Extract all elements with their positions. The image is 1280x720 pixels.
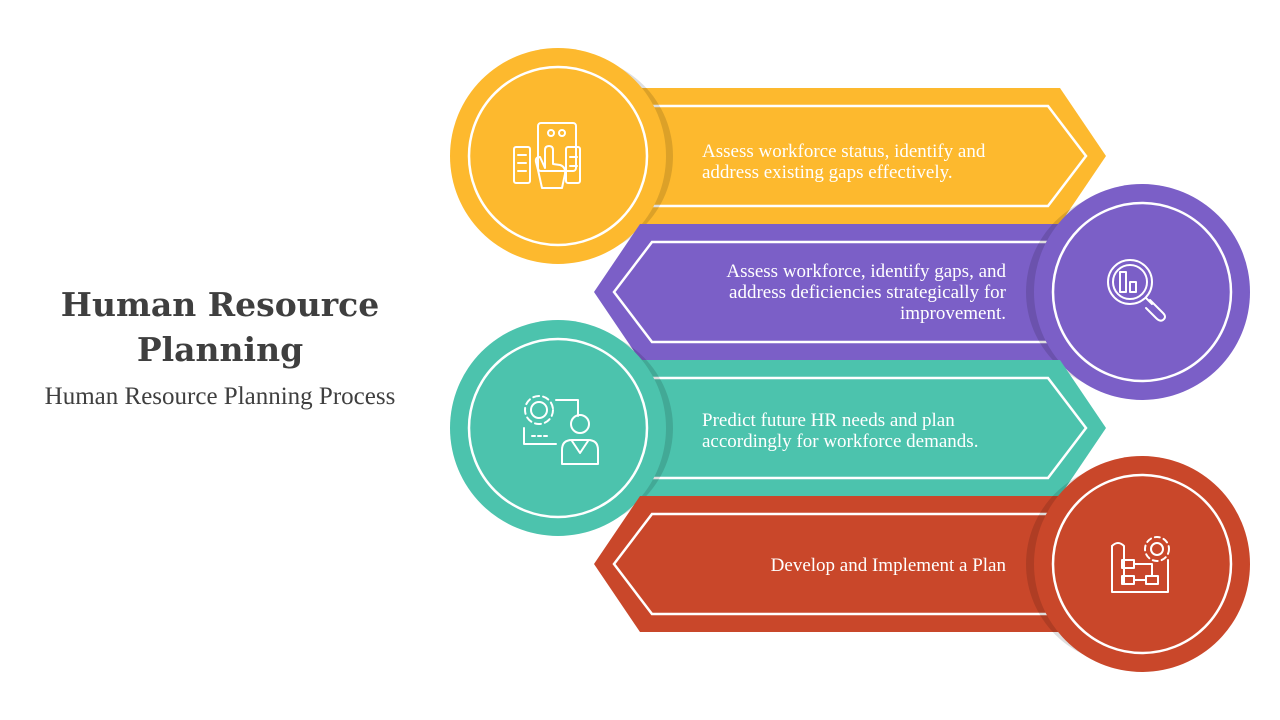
step-1-text-line: address existing gaps effectively.	[702, 162, 953, 183]
step-3-band-outline	[560, 376, 1088, 480]
slide-subtitle: Human Resource Planning Process	[44, 383, 396, 410]
step-2-circle	[1034, 184, 1250, 400]
step-3-circle	[450, 320, 666, 536]
step-2-text-line: address deficiencies strategically for	[729, 282, 1007, 303]
slide-title: Human Resource Planning	[60, 285, 380, 369]
step-2-band-outline	[612, 240, 1125, 344]
step-1-ring	[467, 65, 649, 247]
step-3-band	[545, 360, 1106, 496]
gear-person-icon	[523, 395, 599, 465]
step-4-band-outline	[612, 512, 1125, 616]
step-3-text-line: Predict future HR needs and plan	[702, 410, 955, 431]
step-4-band	[594, 496, 1140, 632]
step-3-text-line: accordingly for workforce demands.	[702, 431, 978, 452]
step-2-ring	[1051, 201, 1233, 383]
step-1-band	[545, 88, 1106, 224]
step-1-text-line: Assess workforce status, identify and	[702, 141, 986, 162]
step-1-band-outline	[560, 104, 1088, 208]
blueprint-gear-icon	[1111, 536, 1170, 593]
step-2-text-line: Assess workforce, identify gaps, and	[726, 261, 1006, 282]
step-2-band	[594, 224, 1140, 360]
magnifier-chart-icon	[1107, 259, 1166, 322]
step-4: Develop and Implement a Plan	[594, 456, 1250, 672]
step-3-ring	[467, 337, 649, 519]
step-2-text-line: improvement.	[900, 303, 1006, 324]
step-4-text: Develop and Implement a Plan	[771, 555, 1007, 576]
step-1-circle	[450, 48, 666, 264]
step-4-ring	[1051, 473, 1233, 655]
step-4-text-line: Develop and Implement a Plan	[771, 555, 1007, 576]
touch-screen-data-icon	[513, 122, 581, 189]
